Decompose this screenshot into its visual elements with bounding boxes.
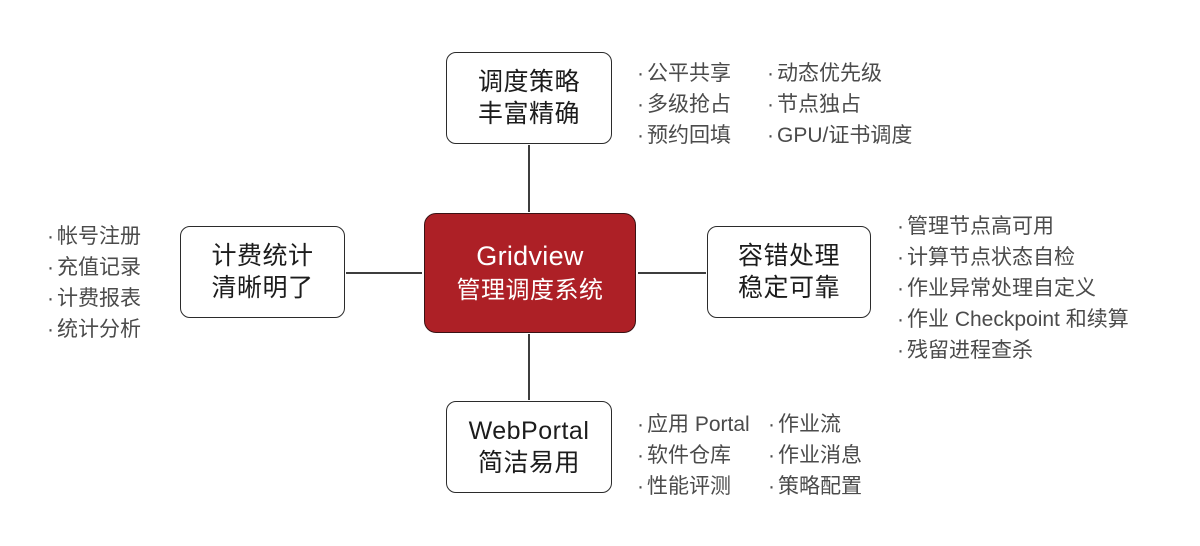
- list-item: 预约回填: [637, 120, 767, 151]
- node-box-billing-statistics-line1: 计费统计: [211, 242, 314, 270]
- list-item: 性能评测: [637, 471, 768, 502]
- list-item: 动态优先级: [767, 58, 912, 89]
- list-item: 充值记录: [47, 252, 141, 283]
- connector-center-to-left: [346, 272, 422, 274]
- list-item: GPU/证书调度: [767, 120, 912, 151]
- list-item: 计费报表: [47, 283, 141, 314]
- bullet-column-2: 作业流 作业消息 策略配置: [768, 409, 862, 502]
- node-box-webportal-line2: 简洁易用: [477, 449, 580, 477]
- bullet-list-scheduling-policy: 公平共享 多级抢占 预约回填 动态优先级 节点独占 GPU/证书调度: [637, 58, 912, 151]
- center-title-en: Gridview: [476, 241, 584, 272]
- node-box-scheduling-policy-line2: 丰富精确: [477, 100, 580, 128]
- node-box-billing-statistics-line2: 清晰明了: [211, 274, 314, 302]
- list-item: 管理节点高可用: [897, 211, 1129, 242]
- bullet-list-billing-statistics: 帐号注册 充值记录 计费报表 统计分析: [47, 221, 141, 345]
- list-item: 公平共享: [637, 58, 767, 89]
- bullet-column-1: 管理节点高可用 计算节点状态自检 作业异常处理自定义 作业 Checkpoint…: [897, 211, 1129, 366]
- node-box-fault-tolerance-line2: 稳定可靠: [737, 274, 840, 302]
- list-item: 计算节点状态自检: [897, 242, 1129, 273]
- list-item: 软件仓库: [637, 440, 768, 471]
- bullet-column-1: 帐号注册 充值记录 计费报表 统计分析: [47, 221, 141, 345]
- list-item: 残留进程查杀: [897, 335, 1129, 366]
- node-box-fault-tolerance-line1: 容错处理: [737, 242, 840, 270]
- list-item: 统计分析: [47, 314, 141, 345]
- list-item: 作业流: [768, 409, 862, 440]
- node-box-webportal[interactable]: WebPortal 简洁易用: [446, 401, 612, 493]
- list-item: 应用 Portal: [637, 409, 768, 440]
- list-item: 作业 Checkpoint 和续算: [897, 304, 1129, 335]
- bullet-list-fault-tolerance: 管理节点高可用 计算节点状态自检 作业异常处理自定义 作业 Checkpoint…: [897, 211, 1129, 366]
- node-box-fault-tolerance[interactable]: 容错处理 稳定可靠: [707, 226, 871, 318]
- connector-center-to-bottom: [528, 334, 530, 400]
- bullet-list-webportal: 应用 Portal 软件仓库 性能评测 作业流 作业消息 策略配置: [637, 409, 862, 502]
- node-box-gridview-center[interactable]: Gridview 管理调度系统: [424, 213, 636, 333]
- bullet-column-2: 动态优先级 节点独占 GPU/证书调度: [767, 58, 912, 151]
- bullet-column-1: 应用 Portal 软件仓库 性能评测: [637, 409, 768, 502]
- center-title-cn: 管理调度系统: [456, 276, 604, 304]
- node-box-billing-statistics[interactable]: 计费统计 清晰明了: [180, 226, 345, 318]
- list-item: 策略配置: [768, 471, 862, 502]
- node-box-webportal-line1: WebPortal: [468, 417, 590, 445]
- list-item: 多级抢占: [637, 89, 767, 120]
- connector-center-to-right: [638, 272, 706, 274]
- list-item: 作业消息: [768, 440, 862, 471]
- node-box-scheduling-policy[interactable]: 调度策略 丰富精确: [446, 52, 612, 144]
- list-item: 节点独占: [767, 89, 912, 120]
- node-box-scheduling-policy-line1: 调度策略: [477, 68, 580, 96]
- bullet-column-1: 公平共享 多级抢占 预约回填: [637, 58, 767, 151]
- list-item: 帐号注册: [47, 221, 141, 252]
- connector-center-to-top: [528, 145, 530, 212]
- list-item: 作业异常处理自定义: [897, 273, 1129, 304]
